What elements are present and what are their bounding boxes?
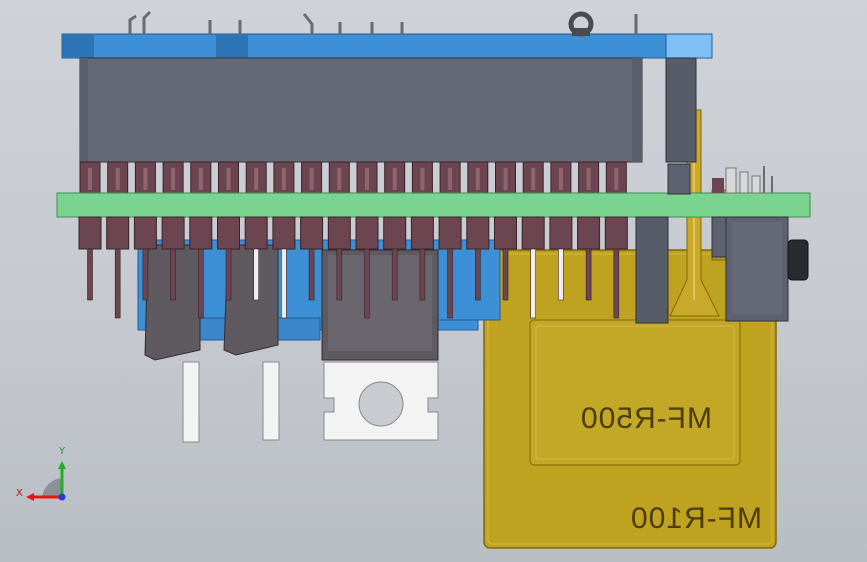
lower-pin	[253, 248, 259, 301]
pin-row-upper	[79, 161, 627, 194]
lower-pin	[114, 248, 121, 319]
lower-pin	[530, 248, 537, 319]
x-axis-label: X	[16, 488, 23, 499]
lower-pin-block	[438, 216, 462, 250]
lower-pin	[170, 248, 176, 301]
lower-pin-block	[78, 216, 102, 250]
right-standoff	[665, 57, 697, 163]
lower-pin-block	[577, 216, 601, 250]
lower-pin-block	[217, 216, 240, 250]
upper-pin	[115, 168, 120, 190]
lower-pin-block	[327, 216, 351, 250]
lower-pin-block	[521, 216, 545, 250]
lower-pin	[502, 248, 509, 301]
lower-pin-block	[189, 216, 213, 250]
lower-pin-block	[494, 216, 517, 250]
upper-pin	[558, 168, 563, 190]
mf-r500-label: MF-R500	[580, 402, 712, 435]
right-connectors	[635, 163, 809, 324]
lower-pin	[336, 248, 343, 301]
lower-pin-block	[466, 216, 490, 250]
lower-pin	[585, 248, 592, 301]
lower-pin	[308, 248, 315, 301]
lower-pin-block	[300, 216, 324, 250]
lower-pin-block	[410, 216, 434, 250]
mf-r100-housing[interactable]: MF-R500 MF-R100	[483, 109, 777, 549]
upper-pin	[226, 168, 231, 190]
upper-pin	[198, 168, 203, 190]
lower-pin	[281, 248, 287, 319]
lower-pin	[364, 248, 370, 319]
lower-pin	[225, 248, 232, 301]
upper-pin	[337, 168, 342, 190]
lower-pin-block	[244, 216, 268, 250]
upper-pin	[475, 168, 480, 190]
ic-chip-body[interactable]	[79, 57, 643, 163]
upper-pin	[254, 168, 259, 190]
pin-row-lower	[78, 216, 628, 319]
lower-pin-block	[355, 216, 379, 250]
upper-pin	[88, 168, 92, 190]
lower-pin-block	[106, 216, 130, 250]
upper-pin	[420, 168, 425, 190]
lower-pin-block	[383, 216, 407, 250]
upper-pin	[281, 168, 286, 190]
lower-pin	[419, 248, 426, 301]
lower-pin	[447, 248, 453, 319]
lower-pin	[558, 248, 564, 301]
upper-pin	[586, 168, 591, 190]
upper-pin	[309, 168, 314, 190]
lower-pin-block	[133, 216, 157, 250]
blue-top-board	[61, 10, 713, 59]
lower-pin-block	[161, 216, 185, 250]
white-terminal-tabs	[182, 361, 439, 443]
lower-pin-block	[272, 216, 296, 250]
mounting-hole	[358, 381, 404, 427]
upper-pin	[614, 168, 619, 190]
y-axis-label: Y	[58, 446, 66, 457]
lower-pin	[613, 248, 620, 319]
lower-pin	[87, 248, 93, 301]
lower-pin-block	[549, 216, 573, 250]
lower-pin	[142, 248, 149, 301]
lower-pin	[474, 248, 481, 301]
upper-pin	[503, 168, 508, 190]
upper-pin	[171, 168, 176, 190]
upper-pin	[365, 168, 369, 190]
upper-pin	[143, 168, 148, 190]
lower-pin-block	[604, 216, 628, 250]
upper-pin	[448, 168, 453, 190]
lower-pin	[198, 248, 204, 319]
upper-pin	[392, 168, 397, 190]
mf-r100-label: MF-R100	[630, 502, 762, 535]
z-axis-dot	[58, 493, 66, 501]
upper-pin	[531, 168, 536, 190]
lower-pin	[391, 248, 398, 301]
coordinate-triad[interactable]: X Y	[16, 446, 66, 501]
green-pcb[interactable]	[56, 192, 811, 218]
